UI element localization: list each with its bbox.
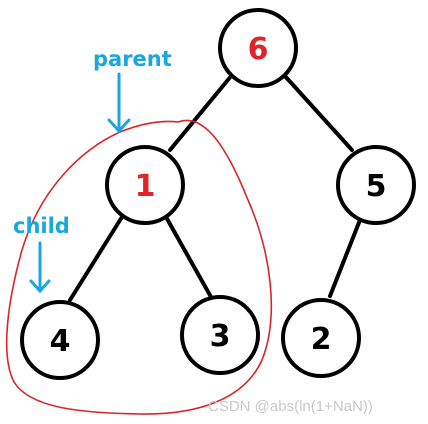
edge-right-rightleft bbox=[328, 218, 362, 298]
node-left: 1 bbox=[105, 145, 185, 225]
node-left-left: 4 bbox=[20, 300, 100, 380]
node-left-right: 3 bbox=[180, 295, 260, 375]
edge-root-left bbox=[168, 73, 234, 152]
watermark: CSDN @abs(ln(1+NaN)) bbox=[208, 398, 373, 415]
tree-edges bbox=[68, 73, 362, 302]
child-label: child bbox=[13, 214, 70, 238]
node-right: 5 bbox=[336, 145, 416, 225]
parent-arrow bbox=[107, 72, 131, 134]
edge-root-right bbox=[282, 73, 354, 152]
node-right-left: 2 bbox=[281, 298, 361, 378]
child-arrow bbox=[29, 241, 51, 294]
node-root: 6 bbox=[218, 8, 298, 88]
node-left-right-label: 3 bbox=[210, 319, 231, 354]
node-right-left-label: 2 bbox=[311, 322, 332, 357]
edge-left-leftleft bbox=[68, 215, 124, 302]
node-left-label: 1 bbox=[135, 169, 156, 204]
node-left-left-label: 4 bbox=[50, 324, 71, 359]
node-root-label: 6 bbox=[248, 32, 269, 67]
node-right-label: 5 bbox=[366, 169, 387, 204]
subtree-highlight-loop bbox=[5, 119, 273, 415]
parent-label: parent bbox=[93, 47, 172, 71]
edge-left-leftright bbox=[164, 215, 213, 299]
